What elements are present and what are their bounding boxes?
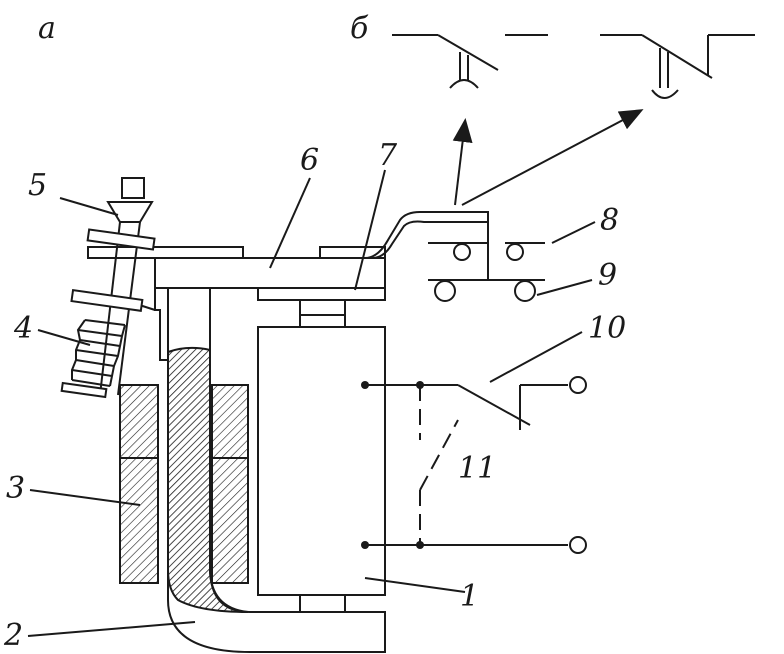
adjusting-screw bbox=[70, 177, 156, 396]
label-4: 4 bbox=[13, 311, 33, 346]
contacts bbox=[428, 242, 545, 302]
label-6: 6 bbox=[300, 143, 319, 178]
label-5: 5 bbox=[28, 168, 47, 203]
label-9: 9 bbox=[598, 258, 617, 293]
label-a: а bbox=[38, 11, 56, 46]
control-circuit bbox=[361, 376, 587, 554]
arrows bbox=[452, 109, 644, 206]
relay-body bbox=[257, 314, 386, 613]
label-10: 10 bbox=[588, 311, 626, 346]
contact-symbols bbox=[392, 34, 755, 99]
label-11: 11 bbox=[458, 451, 496, 486]
armature bbox=[87, 246, 386, 289]
return-spring bbox=[60, 319, 126, 399]
label-2: 2 bbox=[3, 618, 23, 653]
label-1: 1 bbox=[460, 579, 479, 614]
coil-winding bbox=[119, 384, 249, 584]
leader-lines bbox=[27, 169, 596, 637]
contact-arm bbox=[364, 211, 489, 280]
magnetic-core bbox=[167, 346, 249, 613]
shim bbox=[257, 287, 386, 316]
label-3: 3 bbox=[6, 471, 25, 506]
label-b: б bbox=[350, 11, 369, 46]
label-8: 8 bbox=[600, 203, 619, 238]
label-7: 7 bbox=[378, 138, 398, 173]
